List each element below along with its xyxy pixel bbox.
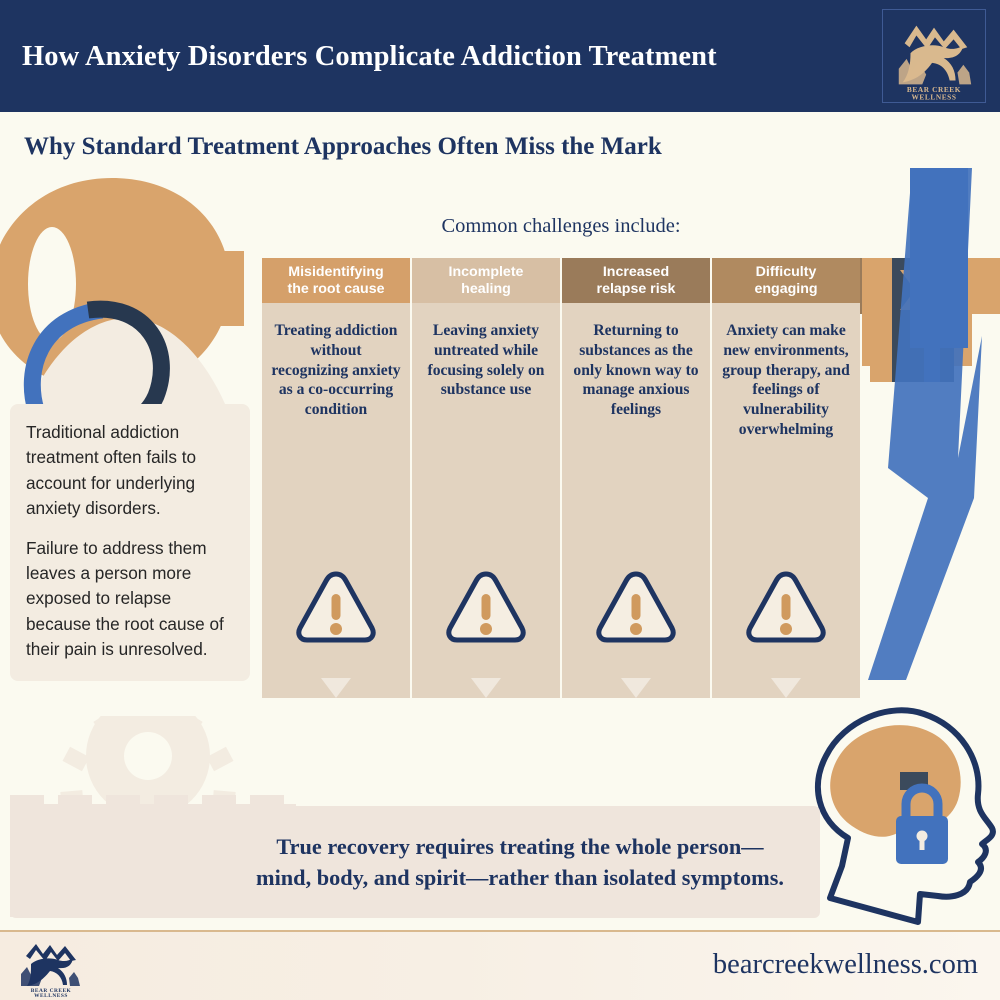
- challenge-column-2: Incomplete healing Leaving anxiety untre…: [412, 258, 562, 698]
- challenge-header-4-line1: Difficulty: [755, 264, 817, 280]
- website-url[interactable]: bearcreekwellness.com: [712, 949, 978, 980]
- lightning-bolt: [850, 168, 1000, 680]
- challenge-body-1: Treating addiction without recognizing a…: [271, 322, 401, 419]
- challenge-body-3: Returning to substances as the only know…: [573, 322, 699, 419]
- caret-down-icon-2: [471, 678, 501, 698]
- intro-text-card: Traditional addiction treatment often fa…: [10, 404, 250, 681]
- caret-down-icon-3: [621, 678, 651, 698]
- challenge-header-4: Difficulty engaging: [712, 258, 860, 303]
- challenge-column-4: Difficulty engaging Anxiety can make new…: [712, 258, 860, 698]
- challenges-label: Common challenges include:: [441, 215, 681, 237]
- challenge-header-1-line1: Misidentifying: [288, 264, 384, 280]
- warning-triangle-exclamation-2: [443, 568, 529, 646]
- warning-triangle-exclamation-1: [293, 568, 379, 646]
- closing-statement-box: True recovery requires treating the whol…: [10, 806, 820, 918]
- closing-statement-text: True recovery requires treating the whol…: [256, 834, 784, 890]
- challenge-column-3: Increased relapse risk Returning to subs…: [562, 258, 712, 698]
- caret-down-icon-4: [771, 678, 801, 698]
- challenge-header-2-line1: Incomplete: [448, 264, 524, 280]
- challenge-header-2-line2: healing: [461, 280, 511, 297]
- svg-text:WELLNESS: WELLNESS: [911, 93, 956, 102]
- challenge-header-1-line2: the root cause: [287, 280, 385, 297]
- header-bar: How Anxiety Disorders Complicate Addicti…: [0, 0, 1000, 112]
- challenge-header-2: Incomplete healing: [412, 258, 560, 303]
- challenge-body-2: Leaving anxiety untreated while focusing…: [427, 322, 545, 399]
- svg-text:BEAR CREEK: BEAR CREEK: [907, 85, 961, 94]
- challenge-header-3-line1: Increased: [602, 264, 670, 280]
- section-subtitle: Why Standard Treatment Approaches Often …: [24, 133, 662, 160]
- challenge-header-3: Increased relapse risk: [562, 258, 710, 303]
- bear-creek-wellness-logo[interactable]: BEAR CREEK WELLNESS: [882, 9, 986, 103]
- intro-paragraph-2: Failure to address them leaves a person …: [26, 537, 224, 660]
- challenge-header-1: Misidentifying the root cause: [262, 258, 410, 303]
- challenge-column-1: Misidentifying the root cause Treating a…: [262, 258, 412, 698]
- intro-paragraph-1: Traditional addiction treatment often fa…: [26, 422, 197, 519]
- svg-text:BEAR CREEK: BEAR CREEK: [31, 988, 72, 994]
- footer-bar: BEAR CREEK WELLNESS bearcreekwellness.co…: [0, 930, 1000, 1000]
- blue-arc-decoration: [18, 270, 138, 420]
- challenge-header-4-line2: engaging: [754, 280, 818, 297]
- challenges-columns: Misidentifying the root cause Treating a…: [262, 258, 860, 698]
- padlock-icon: [896, 783, 948, 864]
- warning-triangle-exclamation-4: [743, 568, 829, 646]
- caret-down-icon-1: [321, 678, 351, 698]
- challenge-body-4: Anxiety can make new environments, group…: [722, 322, 850, 438]
- warning-triangle-exclamation-3: [593, 568, 679, 646]
- bear-creek-wellness-logo[interactable]: BEAR CREEK WELLNESS: [12, 936, 90, 998]
- svg-text:WELLNESS: WELLNESS: [34, 993, 68, 998]
- challenge-header-3-line2: relapse risk: [596, 280, 676, 297]
- page-title: How Anxiety Disorders Complicate Addicti…: [22, 41, 717, 72]
- head-profile-brain: [800, 690, 1000, 930]
